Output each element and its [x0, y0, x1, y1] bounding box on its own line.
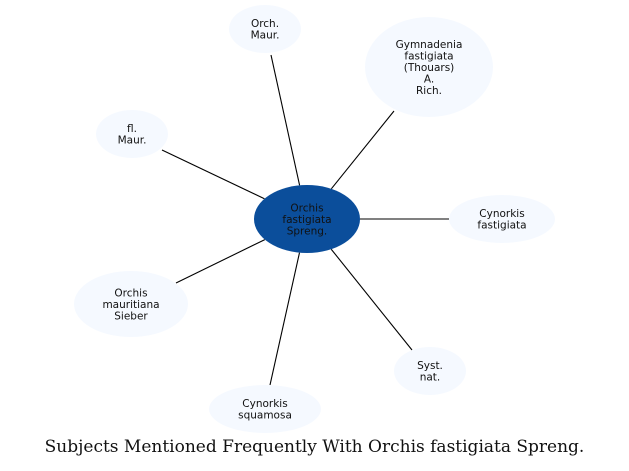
node-fl-maur[interactable]: fl.Maur. — [96, 110, 168, 158]
edge-cynorkis-squamosa — [269, 252, 301, 386]
node-orchis-mauritiana-sieber-shape — [74, 271, 188, 337]
center-node-label-line: Orchis — [290, 202, 323, 214]
edge-syst-nat — [330, 248, 413, 351]
node-fl-maur-label-line: fl. — [127, 123, 137, 135]
node-orch-maur-label-line: Orch. — [251, 18, 279, 30]
node-orch-maur-label-line: Maur. — [251, 30, 280, 42]
node-syst-nat-label-line: nat. — [420, 372, 441, 384]
node-syst-nat-label-line: Syst. — [417, 360, 443, 372]
edge-layer — [161, 54, 449, 386]
center-node-label-line: Spreng. — [287, 225, 328, 237]
node-cynorkis-squamosa-label-line: Cynorkis — [242, 398, 287, 410]
node-cynorkis-squamosa-label-line: squamosa — [238, 410, 292, 422]
node-orchis-mauritiana-sieber-label-line: Sieber — [114, 310, 148, 322]
edge-orch-maur — [270, 54, 301, 186]
node-fl-maur-label-line: Maur. — [118, 135, 147, 147]
edge-orchis-mauritiana-sieber — [175, 239, 266, 284]
node-orch-maur[interactable]: Orch.Maur. — [229, 5, 301, 53]
edge-fl-maur — [161, 149, 265, 200]
node-cynorkis-fastigiata-label-line: fastigiata — [477, 220, 526, 232]
node-gymnadenia-fastigiata-label-line: Gymnadenia — [396, 39, 463, 51]
node-cynorkis-squamosa-shape — [209, 385, 321, 433]
node-gymnadenia-fastigiata-label-line: Rich. — [416, 85, 442, 97]
node-orchis-mauritiana-sieber-label-line: Orchis — [114, 287, 147, 299]
node-orch-maur-shape — [229, 5, 301, 53]
node-fl-maur-shape — [96, 110, 168, 158]
node-gymnadenia-fastigiata-shape — [365, 17, 493, 117]
node-orchis-mauritiana-sieber-label-line: mauritiana — [102, 299, 159, 311]
edge-gymnadenia-fastigiata — [330, 110, 395, 190]
node-gymnadenia-fastigiata-label-line: fastigiata — [404, 50, 453, 62]
node-cynorkis-fastigiata-label-line: Cynorkis — [479, 208, 524, 220]
node-gymnadenia-fastigiata-label-line: (Thouars) — [404, 62, 455, 74]
node-cynorkis-fastigiata-shape — [449, 195, 555, 243]
diagram-caption: Subjects Mentioned Frequently With Orchi… — [44, 437, 585, 457]
center-node-label-line: fastigiata — [282, 214, 331, 226]
node-layer: Orch.Maur.Gymnadeniafastigiata(Thouars)A… — [74, 5, 555, 433]
node-syst-nat-shape — [394, 347, 466, 395]
node-syst-nat[interactable]: Syst.nat. — [394, 347, 466, 395]
node-gymnadenia-fastigiata-label-line: A. — [424, 73, 434, 85]
center-node-shape — [254, 185, 360, 253]
